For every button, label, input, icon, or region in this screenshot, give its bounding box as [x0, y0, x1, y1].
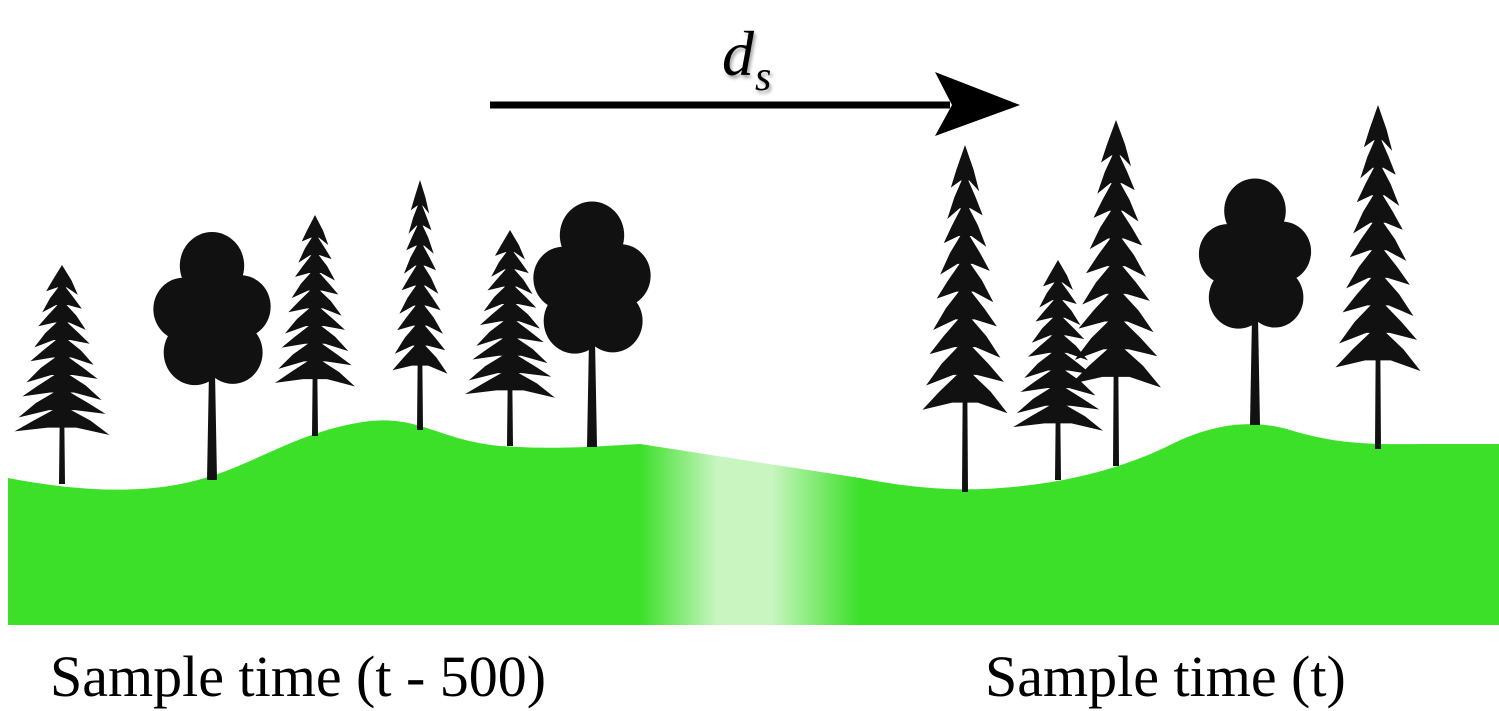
pine-branch: [483, 281, 537, 312]
pine-branch: [1342, 270, 1414, 316]
pine-branch: [468, 350, 552, 381]
pine-branch: [476, 316, 544, 346]
ground-left: [8, 420, 640, 625]
pine-branch: [285, 303, 345, 334]
displacement-label: ds: [722, 22, 771, 98]
pine-branch: [933, 283, 997, 331]
pine-branch: [394, 320, 446, 354]
pine-branch: [943, 200, 987, 247]
pine-branch: [465, 368, 555, 398]
pine-branch: [410, 180, 430, 214]
pine-branch: [1335, 325, 1421, 371]
pine-tree-icon: [275, 215, 355, 436]
pine-branch: [291, 268, 339, 299]
pine-branch: [1028, 330, 1088, 361]
pine-branch: [950, 145, 980, 192]
pine-branch: [301, 215, 329, 246]
pine-branch: [401, 260, 439, 294]
pine-branch: [1016, 383, 1100, 414]
pine-branch: [926, 339, 1004, 386]
pine-branch: [929, 311, 1001, 358]
pine-branch: [487, 264, 533, 295]
pine-tree-icon: [465, 230, 555, 446]
pine-branch: [408, 200, 432, 234]
tree-crown: [557, 259, 627, 333]
pine-branch: [30, 335, 94, 365]
pine-branch: [1349, 215, 1407, 261]
pine-tree-icon: [392, 180, 448, 430]
pine-branch: [14, 405, 110, 435]
pine-branch: [1093, 175, 1139, 222]
pine-tree-icon: [14, 265, 110, 484]
pine-branch: [399, 280, 441, 314]
pine-branch: [1043, 260, 1073, 290]
pine-branch: [1101, 120, 1131, 167]
left-panel-caption: Sample time (t - 500): [50, 644, 547, 709]
ground-right: [860, 424, 1499, 625]
pine-branch: [42, 282, 82, 313]
pine-branch: [295, 250, 335, 281]
trees: [14, 105, 1421, 493]
pine-branch: [18, 387, 106, 418]
pine-branch: [392, 340, 448, 374]
pine-branch: [1086, 230, 1146, 277]
pine-branch: [495, 230, 525, 260]
pine-branch: [1360, 132, 1396, 179]
pine-branch: [1035, 295, 1081, 326]
tree-crown: [177, 290, 247, 364]
pine-branch: [491, 247, 529, 277]
ground-transition: [640, 444, 860, 625]
pine-branch: [26, 352, 98, 383]
tree-crown: [1222, 237, 1288, 307]
pine-branch: [22, 370, 102, 400]
pine-branch: [1020, 365, 1096, 396]
pine-branch: [288, 285, 342, 316]
broadleaf-tree-icon: [533, 201, 651, 447]
right-panel-caption: Sample time (t): [985, 644, 1346, 709]
pine-branch: [278, 338, 352, 369]
pine-branch: [397, 300, 443, 334]
pine-branch: [1078, 286, 1154, 333]
pine-branch: [281, 321, 349, 352]
pine-branch: [1363, 105, 1393, 151]
pine-branch: [1013, 400, 1103, 431]
pine-tree-icon: [1335, 105, 1421, 449]
pine-branch: [403, 240, 437, 274]
pine-branch: [1339, 297, 1417, 344]
displacement-subscript: s: [755, 53, 772, 100]
pine-branch: [34, 317, 90, 348]
pine-branch: [1356, 160, 1400, 206]
pine-branch: [1089, 203, 1143, 250]
pine-branch: [1031, 312, 1085, 343]
pine-branch: [1024, 348, 1092, 378]
pine-branch: [1074, 313, 1158, 360]
displacement-symbol: d: [722, 18, 754, 89]
pine-branch: [1346, 242, 1410, 289]
pine-branch: [940, 228, 990, 275]
pine-branch: [936, 256, 994, 303]
pine-branch: [38, 300, 86, 330]
pine-branch: [1353, 187, 1403, 234]
pine-branch: [947, 172, 983, 219]
pine-branch: [480, 299, 540, 329]
pine-tree-icon: [1071, 120, 1161, 466]
pine-branch: [46, 265, 78, 295]
pine-branch: [1071, 341, 1161, 388]
pine-branch: [1097, 147, 1135, 194]
broadleaf-tree-icon: [1198, 178, 1312, 425]
pine-branch: [1082, 258, 1150, 305]
pine-tree-icon: [1013, 260, 1103, 480]
pine-branch: [298, 232, 332, 263]
pine-branch: [922, 367, 1008, 414]
broadleaf-tree-icon: [153, 231, 271, 480]
pine-tree-icon: [922, 145, 1008, 493]
pine-branch: [472, 333, 548, 364]
arrow-right-icon: [490, 72, 1020, 136]
pine-branch: [275, 356, 355, 387]
pine-branch: [406, 220, 434, 254]
pine-branch: [1039, 277, 1077, 308]
